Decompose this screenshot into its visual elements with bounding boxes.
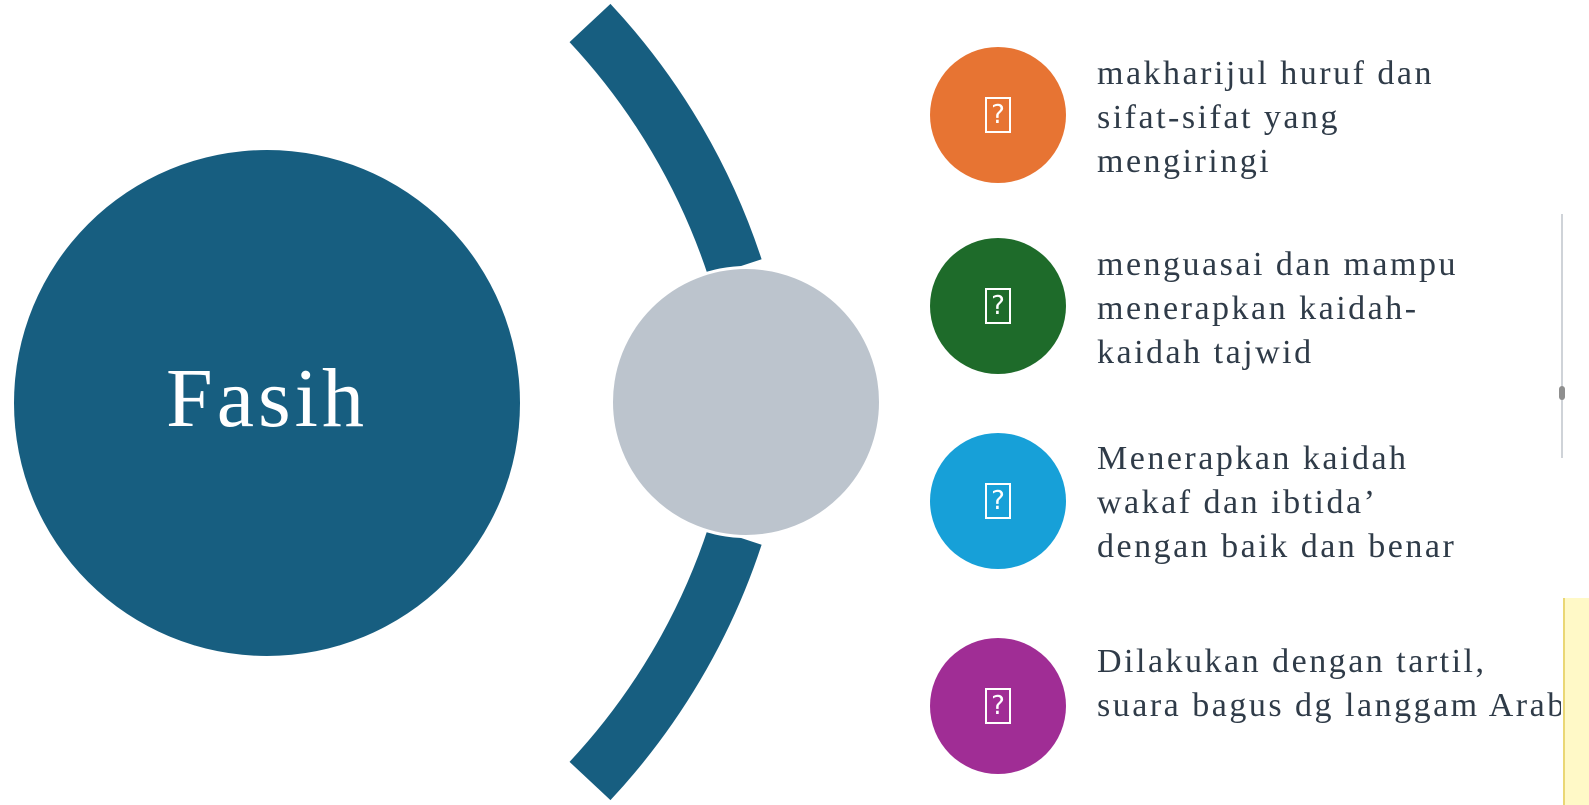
item-3-icon-circle: ? — [930, 433, 1066, 569]
item-2-line-2: menerapkan kaidah- — [1097, 290, 1419, 327]
item-3-line-1: Menerapkan kaidah — [1097, 440, 1409, 477]
item-4-icon-circle: ? — [930, 638, 1066, 774]
item-4-line-2: suara bagus dg langgam Arab — [1097, 687, 1561, 724]
placeholder-glyph-icon: ? — [985, 97, 1011, 133]
item-2-line-3: kaidah tajwid — [1097, 334, 1314, 371]
item-2-line-1: menguasai dan mampu — [1097, 246, 1458, 283]
main-topic-title: Fasih — [165, 352, 369, 445]
item-1-line-1: makharijul huruf dan — [1097, 55, 1435, 92]
item-3-line-3: dengan baik dan benar — [1097, 528, 1457, 565]
side-panel-handle — [1559, 386, 1565, 400]
item-1-line-2: sifat-sifat yang — [1097, 99, 1340, 136]
placeholder-glyph-icon: ? — [985, 688, 1011, 724]
placeholder-glyph-icon: ? — [985, 288, 1011, 324]
arc-lower — [569, 527, 762, 801]
item-1-line-3: mengiringi — [1097, 143, 1272, 180]
item-3-text: Menerapkan kaidah wakaf dan ibtida’ deng… — [1097, 437, 1567, 569]
hub-circle — [610, 266, 882, 538]
item-1-icon-circle: ? — [930, 47, 1066, 183]
sticky-note-edge — [1563, 598, 1589, 805]
main-topic-circle: Fasih — [14, 150, 520, 656]
item-4-text: Dilakukan dengan tartil, suara bagus dg … — [1097, 640, 1561, 728]
item-2-icon-circle: ? — [930, 238, 1066, 374]
item-4-line-1: Dilakukan dengan tartil, — [1097, 643, 1487, 680]
item-3-line-2: wakaf dan ibtida’ — [1097, 484, 1378, 521]
placeholder-glyph-icon: ? — [985, 483, 1011, 519]
arc-upper — [569, 3, 762, 277]
side-panel-edge — [1561, 214, 1589, 458]
item-1-text: makharijul huruf dan sifat-sifat yang me… — [1097, 52, 1567, 184]
item-2-text: menguasai dan mampu menerapkan kaidah- k… — [1097, 243, 1567, 375]
